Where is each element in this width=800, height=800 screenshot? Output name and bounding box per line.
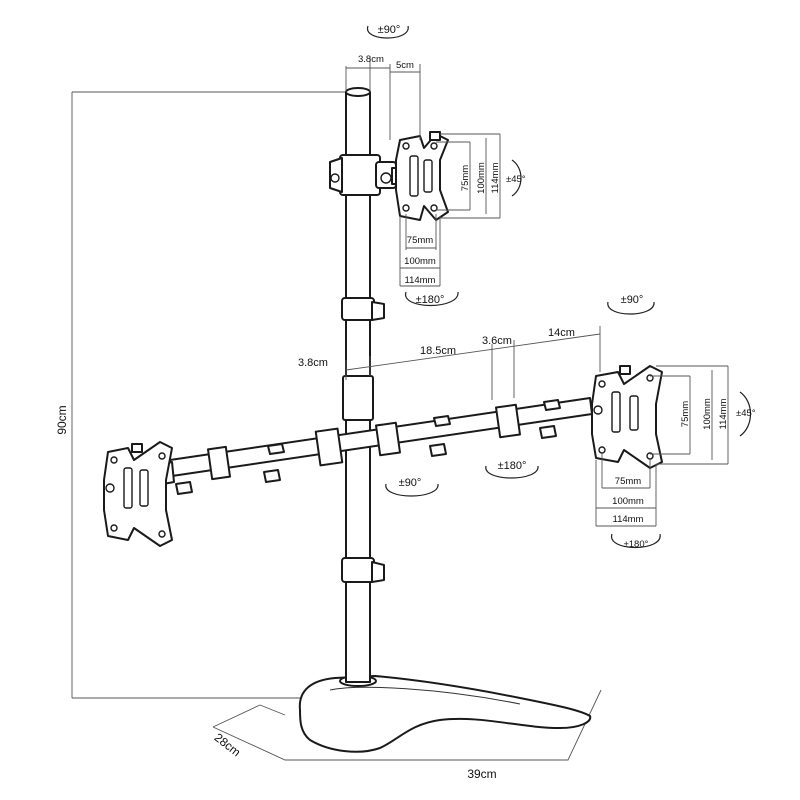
right-rotation-90-label: ±90° [621,294,644,306]
right-vesa-114v-label: 114mm [718,398,729,429]
arm-rotation-180-label: ±180° [498,460,527,472]
top-vesa-114v-label: 114mm [490,162,501,193]
top-vesa-100h-label: 100mm [404,256,436,267]
top-rotation-180-label: ±180° [416,294,445,306]
right-vesa-75v-label: 75mm [680,401,691,427]
right-rotation-180-label: ±180° [624,539,649,550]
arm-38-label: 3.8cm [298,357,328,369]
top-dimensions: ±90° 3.8cm 5cm 75mm 100mm 114mm ±45° 75m… [345,24,526,307]
top-vesa-75h-label: 75mm [407,235,433,246]
right-dimensions: 75mm 100mm 114mm ±45° 75mm 100mm 114mm ±… [595,365,756,550]
arm-14-label: 14cm [548,327,575,339]
top-vesa-75v-label: 75mm [460,165,471,191]
horizontal-arm [149,397,593,495]
top-width-38-label: 3.8cm [358,54,384,65]
top-pole-rotation-label: ±90° [378,24,401,36]
base-depth-label: 28cm [212,730,244,759]
top-bracket [329,154,403,196]
top-vesa-100v-label: 100mm [476,162,487,194]
top-vesa-114h-label: 114mm [405,275,436,286]
right-vesa-100v-label: 100mm [702,398,713,430]
height-dimension: 90cm [55,91,345,699]
top-vesa-plate [395,131,449,221]
arm-185-label: 18.5cm [420,345,456,357]
right-tilt-label: ±45° [736,408,756,419]
top-tilt-label: ±45° [506,174,526,185]
arm-rotation-90-label: ±90° [399,477,422,489]
right-vesa-75h-label: 75mm [615,476,641,487]
left-vesa-plate [103,441,173,547]
right-vesa-114h-label: 114mm [613,514,644,525]
height-label: 90cm [55,405,69,434]
arm-dimensions: 3.8cm 18.5cm 3.6cm 14cm ±90° ±90° ±180° [298,294,655,497]
base-width-label: 39cm [467,767,496,781]
arm-36-label: 3.6cm [482,335,512,347]
top-width-5-label: 5cm [396,60,414,71]
right-vesa-100h-label: 100mm [612,496,644,507]
base: 28cm 39cm [212,675,602,781]
right-vesa-plate [591,365,663,469]
